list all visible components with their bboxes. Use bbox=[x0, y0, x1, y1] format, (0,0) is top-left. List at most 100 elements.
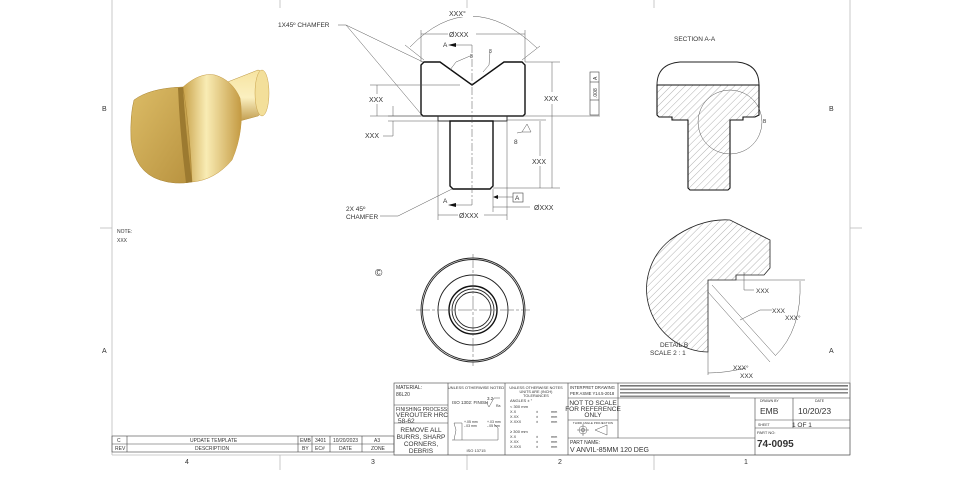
detail-dim-1: XXX bbox=[756, 288, 770, 295]
finishing-value-2: 58-62 bbox=[398, 418, 415, 425]
tol-pm: ± bbox=[536, 410, 538, 414]
flange-diameter-dim: ØXXX bbox=[459, 213, 479, 220]
detail-b-marker: B bbox=[763, 119, 767, 125]
tol-pm: ± bbox=[536, 420, 538, 424]
finish-standard: ISO 1302: FINISH bbox=[452, 400, 488, 405]
tol-unit: mm bbox=[551, 435, 557, 439]
angle-dimension: XXX° bbox=[449, 10, 466, 18]
tol-pm: ± bbox=[536, 440, 538, 444]
detail-b-view: XXX XXX XXX° XXX° XXX DETAIL B SCALE 2 :… bbox=[646, 219, 805, 380]
neck-flange bbox=[437, 115, 508, 122]
copyright-symbol: © bbox=[375, 268, 383, 279]
detail-dim-2: XXX bbox=[772, 308, 786, 315]
tol-row-label: X.XXX bbox=[510, 445, 522, 449]
finish-value-right: 8 bbox=[489, 49, 492, 55]
finish-value-shaft: 8 bbox=[514, 139, 518, 146]
rev-description: UPDATE TEMPLATE bbox=[190, 438, 238, 444]
front-view: A A XXX° ØXXX 8 8 1X45º CHAMFER XXX XXX … bbox=[278, 8, 600, 221]
rev-ec: 3401 bbox=[315, 438, 326, 444]
tol-angles: ANGLES ± ° bbox=[510, 398, 533, 403]
tol-unit: mm bbox=[551, 440, 557, 444]
zone-col-3: 3 bbox=[371, 459, 375, 466]
datum-a-label: A bbox=[515, 195, 520, 202]
chamfer-bottom-callout-1: 2X 45º bbox=[346, 206, 366, 213]
edge-tol-3: +.03 mm bbox=[487, 420, 501, 424]
material-label: MATERIAL: bbox=[396, 385, 422, 391]
section-arrow-top-label: A bbox=[443, 42, 448, 49]
not-to-scale-3: ONLY bbox=[584, 412, 602, 419]
detail-scale: SCALE 2 : 1 bbox=[650, 350, 686, 357]
shaft-diameter-dim: ØXXX bbox=[534, 205, 554, 212]
tol-header-2: UNITS ARE (INCH) bbox=[520, 390, 554, 394]
edge-standard: ISO 13715 bbox=[466, 448, 486, 453]
isometric-part-render bbox=[130, 69, 270, 184]
flange-thickness-dim: XXX bbox=[365, 133, 379, 140]
rev-zone: A3 bbox=[374, 438, 380, 444]
tol-pm: ± bbox=[536, 435, 538, 439]
rev-date: 10/20/2023 bbox=[333, 438, 358, 444]
tol-pm: ± bbox=[536, 415, 538, 419]
fcf-tolerance: .008 bbox=[593, 88, 599, 98]
description-header: DESCRIPTION bbox=[195, 446, 230, 452]
tol-row-label: X.XX bbox=[510, 440, 519, 444]
date-label: DATE bbox=[815, 399, 825, 403]
zone-row-b-left: B bbox=[102, 106, 107, 113]
zone-row-b-right: B bbox=[829, 106, 834, 113]
drawn-by: EMB bbox=[760, 406, 779, 416]
overall-height-dim: XXX bbox=[544, 96, 558, 103]
zone-col-1: 1 bbox=[744, 459, 748, 466]
fcf-datum: A bbox=[593, 76, 599, 80]
interpret-1: INTERPRET DRAWING bbox=[570, 385, 615, 390]
tol-row-label: X.X bbox=[510, 435, 517, 439]
note-text: XXX bbox=[117, 238, 128, 244]
edge-tol-4: -.05 mm bbox=[487, 424, 500, 428]
material-value: 86L20 bbox=[396, 392, 410, 398]
detail-dim-4: XXX° bbox=[733, 364, 749, 372]
tol-header-1: UNLESS OTHERWISE NOTES bbox=[509, 386, 563, 390]
ec-header: EC# bbox=[315, 446, 325, 452]
remove-burrs-3: CORNERS, bbox=[404, 441, 439, 448]
not-to-scale-2: FOR REFERENCE bbox=[565, 406, 621, 413]
shaft bbox=[449, 120, 494, 190]
drawn-by-label: DRAWN BY bbox=[760, 399, 779, 403]
tol-gt300: ≥ 300 mm bbox=[510, 429, 528, 434]
top-view bbox=[416, 254, 530, 366]
chamfer-bottom-callout-2: CHAMFER bbox=[346, 214, 378, 221]
section-arrow-bottom-label: A bbox=[443, 198, 448, 205]
interpret-2: PER ASME Y14.5-2018 bbox=[570, 391, 615, 396]
remove-burrs-4: DEBRIS bbox=[409, 448, 434, 455]
tol-row-label: X.XXX bbox=[510, 420, 522, 424]
tol-row-label: X.XX bbox=[510, 415, 519, 419]
zone-labels: 4 3 2 1 B B A A bbox=[102, 106, 834, 466]
by-header: BY bbox=[302, 446, 309, 452]
zone-header: ZONE bbox=[371, 446, 386, 452]
tol-unit: mm bbox=[551, 420, 557, 424]
top-diameter-dim: ØXXX bbox=[449, 32, 469, 39]
proprietary-notice bbox=[620, 385, 848, 398]
part-name-label: PART NAME: bbox=[570, 440, 600, 446]
rev-by: EMB bbox=[300, 438, 312, 444]
not-to-scale-1: NOT TO SCALE bbox=[569, 400, 617, 407]
part-name: V ANVIL-85MM 120 DEG bbox=[570, 447, 649, 454]
tol-unit: mm bbox=[551, 410, 557, 414]
sheet-label: SHEET bbox=[758, 423, 771, 427]
zone-row-a-right: A bbox=[829, 348, 834, 355]
datum-a-box bbox=[512, 192, 524, 203]
tol-unit: mm bbox=[551, 415, 557, 419]
edge-tol-2: -.03 mm bbox=[464, 424, 477, 428]
rev-header: REV bbox=[115, 446, 126, 452]
detail-dim-3: XXX° bbox=[785, 314, 801, 322]
section-title: SECTION A-A bbox=[674, 36, 716, 43]
zone-col-2: 2 bbox=[558, 459, 562, 466]
third-angle-projection-icon bbox=[577, 424, 608, 436]
chamfer-top-callout: 1X45º CHAMFER bbox=[278, 22, 330, 29]
tol-row-label: X.X bbox=[510, 410, 517, 414]
revision-block: C UPDATE TEMPLATE EMB 3401 10/20/2023 A3… bbox=[111, 435, 395, 453]
unless-noted: UNLESS OTHERWISE NOTED bbox=[448, 385, 504, 390]
shaft-length-dim: XXX bbox=[532, 159, 546, 166]
finishing-label: FINISHING PROCESS: bbox=[396, 407, 449, 413]
finish-ra: Ra bbox=[496, 404, 501, 408]
section-a-a-view: SECTION A-A B bbox=[656, 36, 767, 191]
date-header: DATE bbox=[339, 446, 353, 452]
